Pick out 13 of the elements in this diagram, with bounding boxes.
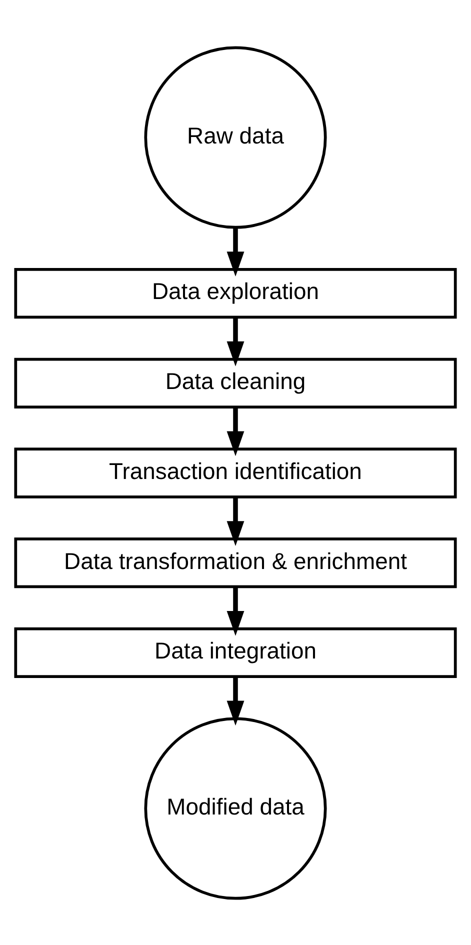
arrow [226,676,244,726]
node-box: Data transformation & enrichment [14,537,457,588]
arrow [226,586,244,636]
node-box: Data integration [14,626,457,678]
arrow [226,317,244,366]
node-circle: Modified data [144,716,327,900]
node-box: Data cleaning [14,357,457,408]
node-circle: Raw data [144,46,327,228]
arrow [226,407,244,456]
arrow [226,227,244,276]
node-box: Transaction identification [14,447,457,498]
node-box: Data exploration [14,267,457,318]
arrow [226,497,244,546]
